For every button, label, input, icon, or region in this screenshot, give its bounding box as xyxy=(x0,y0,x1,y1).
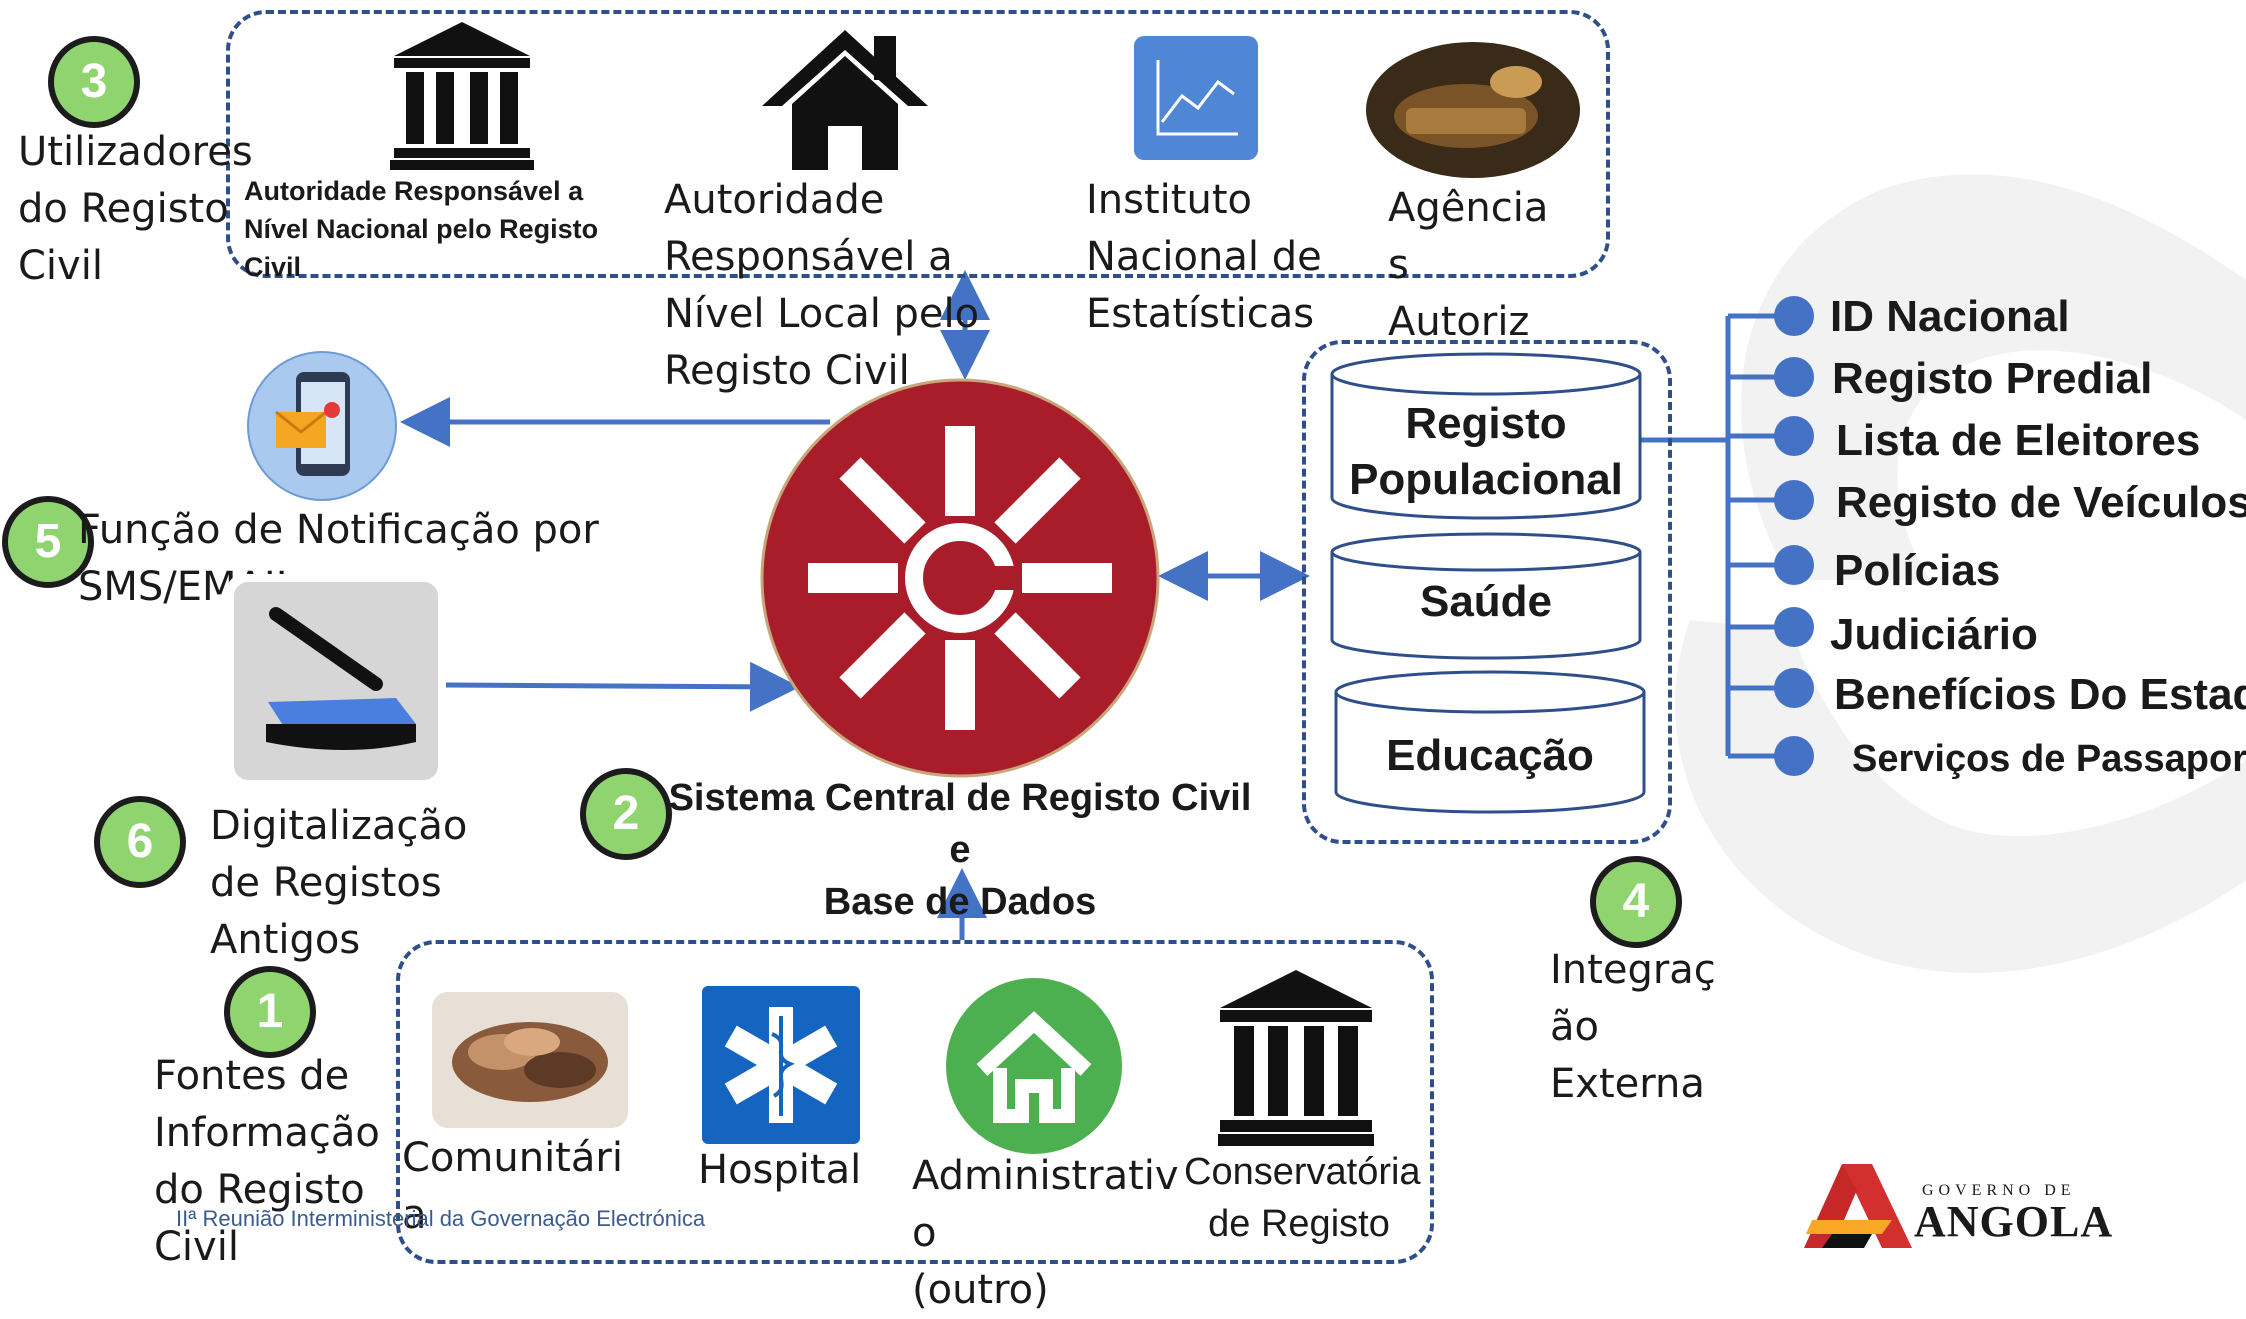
db-cylinder-health xyxy=(1330,532,1642,660)
institution-icon xyxy=(390,22,534,170)
external-policias: Polícias xyxy=(1834,546,2001,595)
house-icon xyxy=(762,30,928,170)
sources-section-label: Fontes de Informação do Registo Civil xyxy=(154,1053,380,1270)
badge-2: 2 xyxy=(580,768,672,860)
external-lista-eleitores: Lista de Eleitores xyxy=(1836,416,2201,465)
db-education-label: Educação xyxy=(1386,731,1594,780)
local-authority-label: Autoridade Responsável a Nível Local pel… xyxy=(664,177,980,394)
users-group-box xyxy=(226,10,1610,278)
badge-6: 6 xyxy=(94,796,186,888)
logo-big-text: ANGOLA xyxy=(1914,1197,2114,1246)
government-logo-icon xyxy=(1804,1164,1912,1248)
phone-mail-icon xyxy=(247,351,397,501)
national-authority-label: Autoridade Responsável a Nível Nacional … xyxy=(244,176,599,282)
conservatoria-label: Conservatória de Registo xyxy=(1184,1151,1421,1245)
external-registo-predial: Registo Predial xyxy=(1832,354,2153,403)
external-beneficios: Benefícios Do Estado xyxy=(1834,670,2246,719)
badge-3: 3 xyxy=(48,36,140,128)
hands-icon xyxy=(432,992,628,1128)
digitization-label: Digitalização de Registos Antigos xyxy=(210,803,468,963)
hospital-label: Hospital xyxy=(698,1147,862,1193)
community-label: Comunitári a xyxy=(402,1135,623,1238)
db-cylinder-education xyxy=(1334,670,1646,814)
book-icon xyxy=(1366,42,1580,178)
badge-5: 5 xyxy=(2,496,94,588)
administrative-label: Administrativ o (outro) xyxy=(912,1153,1179,1313)
external-passaporte: Serviços de Passaporte xyxy=(1852,738,2246,780)
external-id-nacional: ID Nacional xyxy=(1830,292,2070,341)
scanner-icon xyxy=(226,574,446,788)
external-judiciario: Judiciário xyxy=(1830,610,2038,659)
external-bullets xyxy=(1774,296,1814,776)
db-health-label: Saúde xyxy=(1419,577,1553,626)
sources-group-box xyxy=(396,940,1434,1264)
db-cylinder-population xyxy=(1330,352,1642,520)
line-chart-icon xyxy=(1134,36,1258,160)
db-population-label: Registo Populacional xyxy=(1349,399,1623,504)
footer-text: IIª Reunião Interministerial da Governaç… xyxy=(176,1206,706,1231)
badge-4: 4 xyxy=(1590,856,1682,948)
statistics-label: Instituto Nacional de Estatísticas xyxy=(1086,177,1322,337)
central-system-title: Sistema Central de Registo Civil e Base … xyxy=(668,777,1252,923)
star-of-life-icon xyxy=(702,986,860,1144)
logo-small-text: GOVERNO DE xyxy=(1922,1182,2076,1199)
integration-label: Integraç ão Externa xyxy=(1550,947,1716,1107)
institution-icon xyxy=(1218,970,1374,1146)
users-section-label: Utilizadores do Registo Civil xyxy=(18,129,253,289)
badge-1: 1 xyxy=(224,966,316,1058)
registry-logo-icon xyxy=(760,378,1160,778)
background-watermark xyxy=(1675,174,2246,973)
databases-group-box xyxy=(1302,340,1672,844)
external-registo-veiculos: Registo de Veículos xyxy=(1836,478,2246,527)
home-circle-icon xyxy=(946,978,1122,1154)
